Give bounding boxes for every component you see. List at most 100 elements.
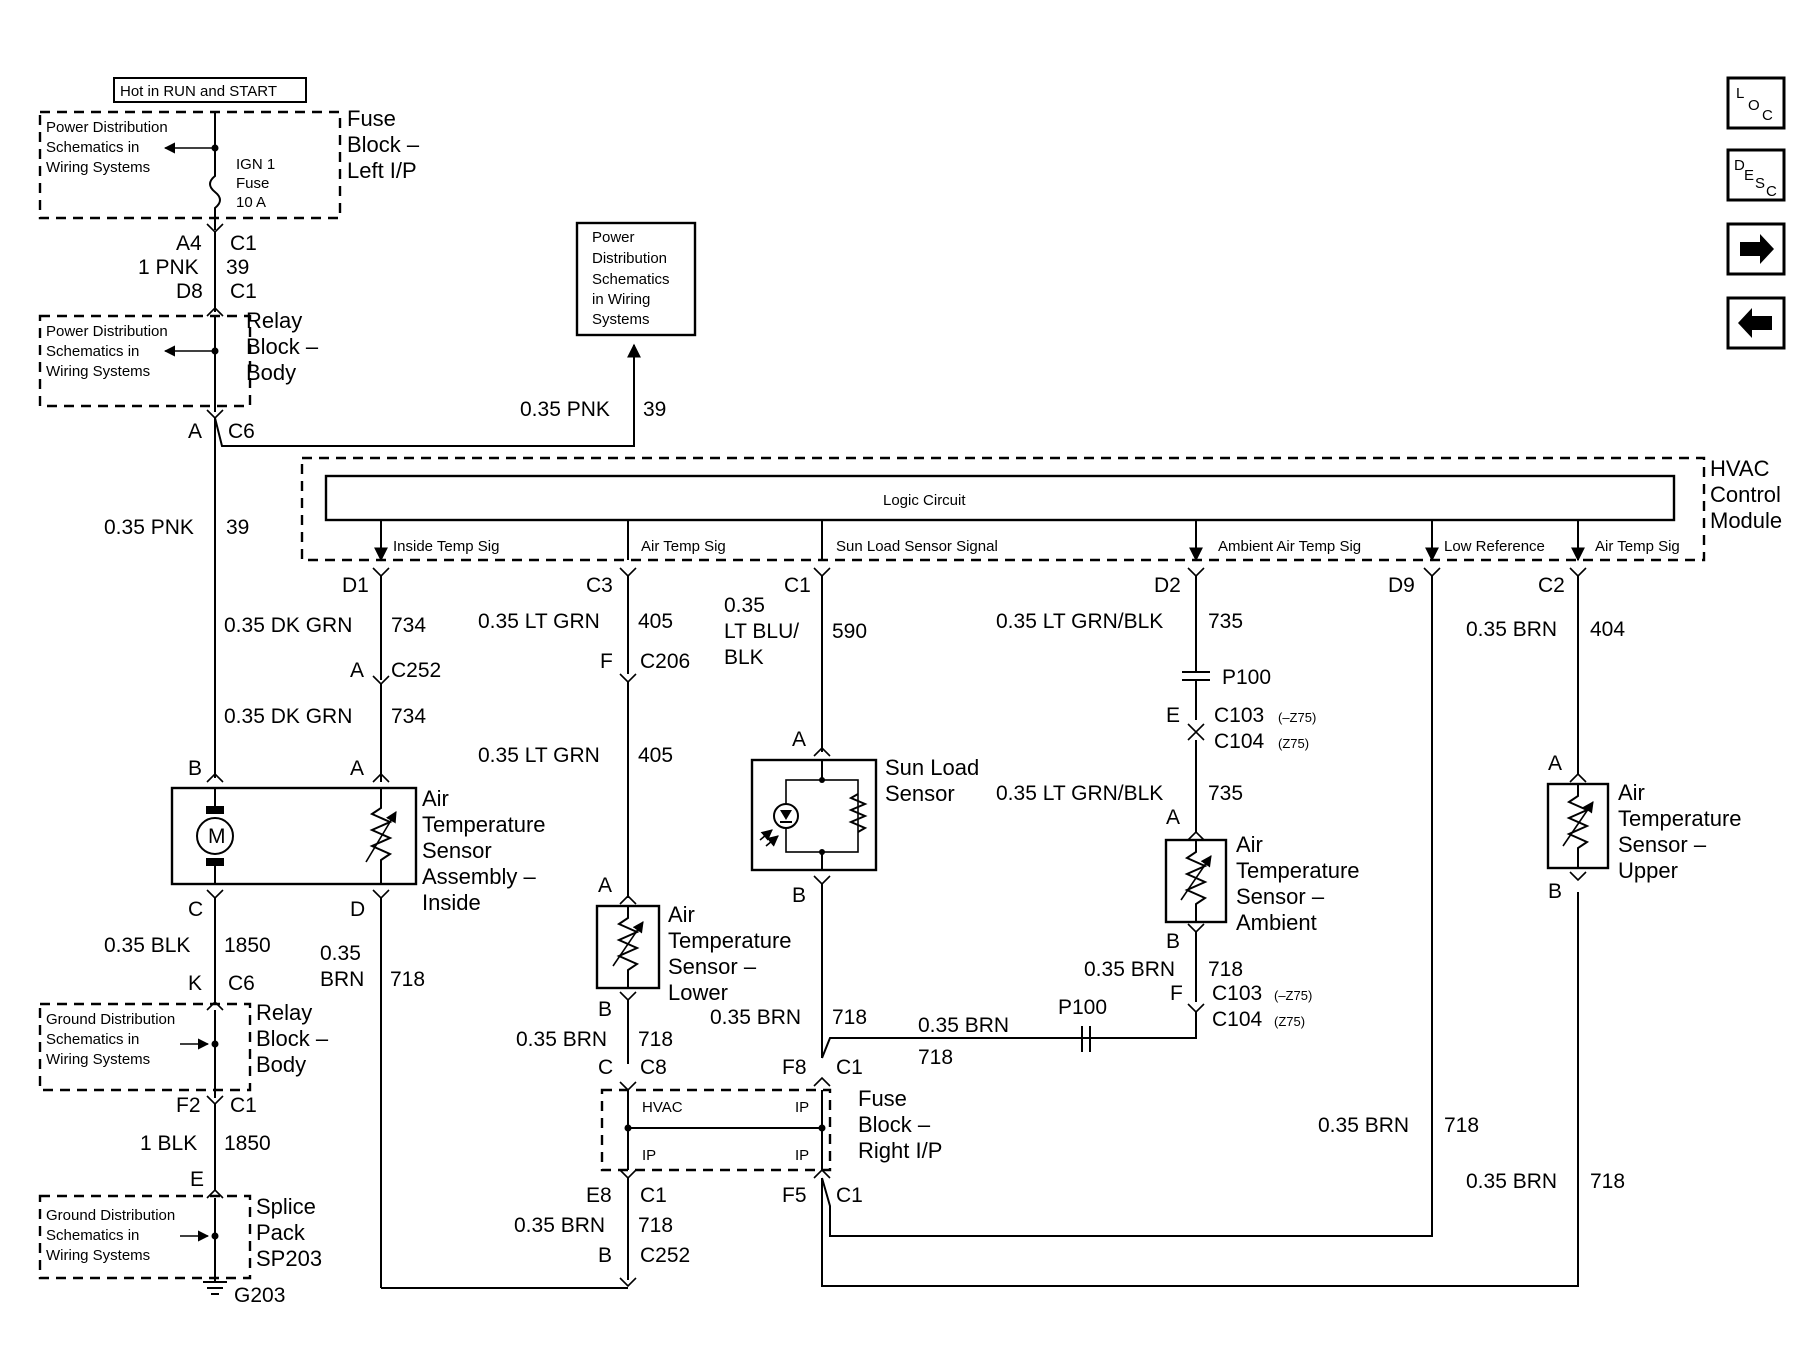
- connector-label: C6: [228, 972, 255, 995]
- connector-chevron: [813, 567, 831, 578]
- hot-in-run-box: [113, 77, 307, 103]
- fuse-block-text: IP: [795, 1099, 809, 1116]
- wire-color: 0.35 BRN: [516, 1028, 607, 1051]
- gd-text: Schematics in: [46, 1031, 139, 1048]
- circuit-number: 1850: [224, 1132, 271, 1155]
- pin-label: B: [598, 1244, 612, 1267]
- circuit-number: 718: [1590, 1170, 1625, 1193]
- pin-label: F5: [782, 1184, 807, 1207]
- motor-label: M: [208, 825, 226, 848]
- connector-chevron: [372, 889, 390, 900]
- circuit-number: 734: [391, 705, 426, 728]
- wire-color: 0.35: [320, 942, 361, 965]
- circuit-number: 718: [1208, 958, 1243, 981]
- splice-dot: [819, 849, 825, 855]
- circuit-number: 39: [226, 256, 249, 279]
- pin-label: A: [350, 659, 364, 682]
- wire-718-low-ref: [821, 576, 1433, 1237]
- hvac-control-module-boundary: [300, 456, 1706, 562]
- sensor-label: Sensor –: [1236, 884, 1325, 909]
- connector-chevron: [813, 746, 831, 757]
- wire-color: 0.35 LT GRN/BLK: [996, 782, 1163, 805]
- photodiode-triangle: [780, 810, 792, 820]
- desc-icon: E: [1744, 167, 1754, 184]
- sensor-label: Inside: [422, 890, 481, 915]
- connector-label: C1: [230, 232, 257, 255]
- connector-chevron: [1569, 772, 1587, 783]
- sensor-label: Temperature: [1236, 858, 1360, 883]
- wire-color: 0.35 BLK: [104, 934, 190, 957]
- light-arrow: [765, 835, 779, 847]
- thermistor-arrow: [612, 921, 644, 967]
- signal-label: Inside Temp Sig: [393, 538, 499, 555]
- relay-block-body-label: Relay: [256, 1000, 312, 1025]
- option-label: (Z75): [1278, 736, 1309, 751]
- thermistor-inside: [369, 788, 393, 884]
- pin-label: C2: [1538, 574, 1565, 597]
- relay-block-body-label: Block –: [256, 1026, 329, 1051]
- power-distribution-box: [575, 221, 697, 337]
- splice-pack-label: Splice: [256, 1194, 316, 1219]
- connector-label: C1: [640, 1184, 667, 1207]
- pdb-text: in Wiring: [592, 291, 650, 308]
- circuit-number: 718: [832, 1006, 867, 1029]
- circuit-number: 590: [832, 620, 867, 643]
- logic-circuit-label: Logic Circuit: [883, 492, 966, 509]
- connector-label: C1: [230, 280, 257, 303]
- connector-chevron: [1187, 567, 1205, 578]
- pin-label: F2: [176, 1094, 201, 1117]
- wire-color: 0.35 BRN: [710, 1006, 801, 1029]
- ground-symbol: [203, 1281, 227, 1295]
- connector-label: C206: [640, 650, 690, 673]
- pin-label: F: [1170, 982, 1183, 1005]
- wire-color: BLK: [724, 646, 764, 669]
- connector-label: C1: [230, 1094, 257, 1117]
- fuse-word: Fuse: [236, 175, 269, 192]
- fuse-block-right-label: Block –: [858, 1112, 931, 1137]
- pd-text: Wiring Systems: [46, 363, 150, 380]
- pin-label: B: [188, 757, 202, 780]
- wire-718-upper: [821, 892, 1579, 1287]
- pin-label: D: [350, 898, 365, 921]
- pd-text: Wiring Systems: [46, 159, 150, 176]
- loc-icon: O: [1748, 97, 1760, 114]
- logic-circuit-box: [324, 474, 1676, 522]
- prev-button[interactable]: [1726, 296, 1786, 350]
- loc-button[interactable]: L O C: [1726, 76, 1786, 130]
- fuse-block-text: IP: [642, 1147, 656, 1164]
- connector-label: C103: [1212, 982, 1262, 1005]
- thermistor-upper: [1566, 784, 1590, 868]
- sensor-label: Sensor –: [668, 954, 757, 979]
- pin-label: F8: [782, 1056, 807, 1079]
- relay-block-boundary: [38, 314, 252, 408]
- next-button[interactable]: [1726, 222, 1786, 276]
- wire-color: 0.35 BRN: [1318, 1114, 1409, 1137]
- option-label: (–Z75): [1278, 710, 1316, 725]
- connector-label: C104: [1214, 730, 1265, 753]
- connector-chevron: [619, 991, 637, 1002]
- connector-label: C104: [1212, 1008, 1263, 1031]
- pin-label: A: [188, 420, 202, 443]
- connector-chevron: [619, 894, 637, 905]
- wire-color: 0.35 DK GRN: [224, 705, 352, 728]
- wire-color: 1 PNK: [138, 256, 199, 279]
- wire-color: 0.35 DK GRN: [224, 614, 352, 637]
- hot-in-run-label: Hot in RUN and START: [120, 83, 277, 100]
- gd-text: Schematics in: [46, 1227, 139, 1244]
- circuit-number: 405: [638, 744, 673, 767]
- connector-chevron: [619, 567, 637, 578]
- connector-chevron: [619, 673, 637, 684]
- sensor-label: Ambient: [1236, 910, 1317, 935]
- relay-block-ground-boundary: [38, 1002, 252, 1092]
- pd-text: Schematics in: [46, 343, 139, 360]
- connector-chevron: [372, 567, 390, 578]
- motor-brush: [206, 858, 224, 866]
- desc-button[interactable]: D E S C: [1726, 148, 1786, 202]
- circuit-number: 39: [226, 516, 249, 539]
- connector-chevron: [1187, 723, 1205, 734]
- pin-label: F: [600, 650, 613, 673]
- pin-label: K: [188, 972, 202, 995]
- fuse-block-left-label: Left I/P: [347, 158, 417, 183]
- wire-color: 0.35: [724, 594, 765, 617]
- relay-block-label: Relay: [246, 308, 302, 333]
